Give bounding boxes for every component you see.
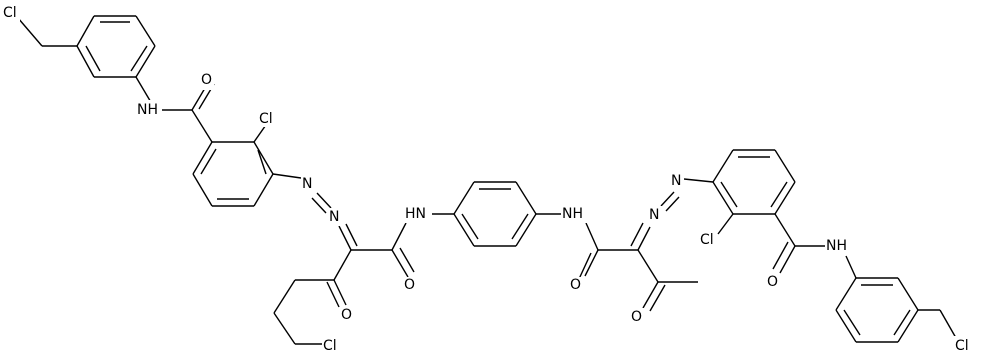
bond xyxy=(897,277,919,311)
bond xyxy=(893,309,911,336)
chlorine-label: Cl xyxy=(700,232,714,248)
bonds xyxy=(17,15,957,345)
chlorine-label: Cl xyxy=(323,338,337,354)
bond xyxy=(712,181,734,215)
bond xyxy=(453,213,475,247)
chlorine-label: Cl xyxy=(259,111,273,127)
bond xyxy=(391,222,407,251)
bond xyxy=(585,222,599,251)
bond xyxy=(135,15,156,47)
bond xyxy=(712,149,734,183)
bond xyxy=(338,225,352,251)
bond xyxy=(774,213,796,247)
amide-nh-label: NH xyxy=(562,206,583,222)
bond xyxy=(311,197,327,214)
bond xyxy=(253,141,274,175)
amide-nh-label: NH xyxy=(826,238,847,254)
bond xyxy=(515,213,537,247)
bond xyxy=(273,312,296,345)
keto-oxygen-label: O xyxy=(341,307,352,323)
bond xyxy=(515,181,537,215)
bond xyxy=(76,45,95,78)
bond xyxy=(774,181,796,215)
bond xyxy=(897,309,919,343)
bond xyxy=(453,181,475,215)
bond xyxy=(772,241,789,270)
bond xyxy=(835,277,857,311)
bond xyxy=(333,249,352,281)
bond xyxy=(191,109,213,143)
bond xyxy=(665,196,680,212)
bond xyxy=(333,279,347,306)
bond xyxy=(17,17,43,47)
bond xyxy=(135,76,153,105)
carbonyl-oxygen-label: O xyxy=(404,277,415,293)
bond xyxy=(630,222,644,247)
bond xyxy=(316,192,332,209)
bond xyxy=(273,279,296,314)
bond xyxy=(835,309,857,343)
bond xyxy=(135,45,156,78)
bond xyxy=(649,284,666,312)
bond xyxy=(326,281,340,308)
bond xyxy=(76,15,95,47)
azo-nitrogen-label: N xyxy=(649,207,659,223)
bond xyxy=(717,213,734,235)
amide-nh-label: NH xyxy=(137,102,158,118)
chlorine-label: Cl xyxy=(3,5,17,21)
bond xyxy=(511,213,529,240)
carbonyl-oxygen-label: O xyxy=(201,72,212,88)
bond xyxy=(257,149,267,175)
bond xyxy=(774,149,796,183)
bond xyxy=(345,223,358,247)
bond xyxy=(192,173,213,207)
bond xyxy=(85,45,101,72)
azo-nitrogen-label: N xyxy=(302,176,312,192)
bond xyxy=(637,249,659,283)
bond xyxy=(192,141,213,175)
bond xyxy=(584,249,599,277)
keto-oxygen-label: O xyxy=(631,309,642,325)
carbonyl-oxygen-label: O xyxy=(570,277,581,293)
azo-nitrogen-label: N xyxy=(671,173,681,189)
bond xyxy=(253,173,274,207)
bond xyxy=(939,309,957,339)
chlorine-label: Cl xyxy=(955,338,969,354)
bond xyxy=(720,181,738,208)
bond xyxy=(843,309,861,336)
bond xyxy=(461,213,479,240)
amide-nh-label: HN xyxy=(405,206,426,222)
bond xyxy=(683,178,714,183)
bond xyxy=(578,252,592,280)
carbonyl-oxygen-label: O xyxy=(767,274,778,290)
bond xyxy=(637,226,651,251)
atom-labels: Cl NH O Cl N N HN O O Cl NH O O N N Cl O xyxy=(2,4,972,354)
bond xyxy=(660,191,675,207)
bond xyxy=(272,173,302,179)
bond xyxy=(399,247,415,273)
bond xyxy=(770,181,788,208)
bond xyxy=(130,45,148,72)
bond xyxy=(391,249,409,278)
bond xyxy=(845,255,857,279)
bond xyxy=(779,245,796,274)
azo-nitrogen-label: N xyxy=(329,209,339,225)
bond xyxy=(200,148,217,175)
bond xyxy=(642,281,659,309)
